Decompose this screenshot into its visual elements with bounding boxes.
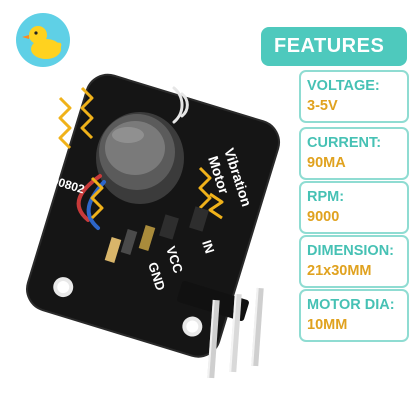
brand-logo xyxy=(16,13,70,67)
pcb-board xyxy=(26,73,281,358)
feature-value: 90MA xyxy=(307,155,346,171)
feature-value: 9000 xyxy=(307,209,340,225)
pin-label-in: IN xyxy=(199,238,217,255)
feature-label: RPM: xyxy=(307,189,345,205)
feature-card-voltage: VOLTAGE: 3-5V xyxy=(299,70,409,123)
feature-label: VOLTAGE: xyxy=(307,78,380,94)
header-pins xyxy=(177,280,264,379)
smd-components xyxy=(104,206,209,263)
vibration-lines xyxy=(58,86,224,220)
features-title: FEATURES xyxy=(274,35,385,57)
feature-card-current: CURRENT: 90MA xyxy=(299,127,409,180)
features-header: FEATURES xyxy=(261,27,407,66)
feature-label: CURRENT: xyxy=(307,135,382,151)
feature-label: DIMENSION: xyxy=(307,243,394,259)
feature-value: 21x30MM xyxy=(307,263,372,279)
motor-disc xyxy=(96,112,184,204)
feature-label: MOTOR DIA: xyxy=(307,297,395,313)
duck-icon xyxy=(22,26,62,59)
feature-card-motor-dia: MOTOR DIA: 10MM xyxy=(299,289,409,342)
feature-value: 3-5V xyxy=(307,98,338,114)
vibration-motor-module-image: Vibration Motor 20200802 VCC GND IN xyxy=(26,73,281,379)
feature-card-dimension: DIMENSION: 21x30MM xyxy=(299,235,409,288)
feature-card-rpm: RPM: 9000 xyxy=(299,181,409,234)
vibration-symbol xyxy=(172,86,189,124)
feature-value: 10MM xyxy=(307,317,348,333)
